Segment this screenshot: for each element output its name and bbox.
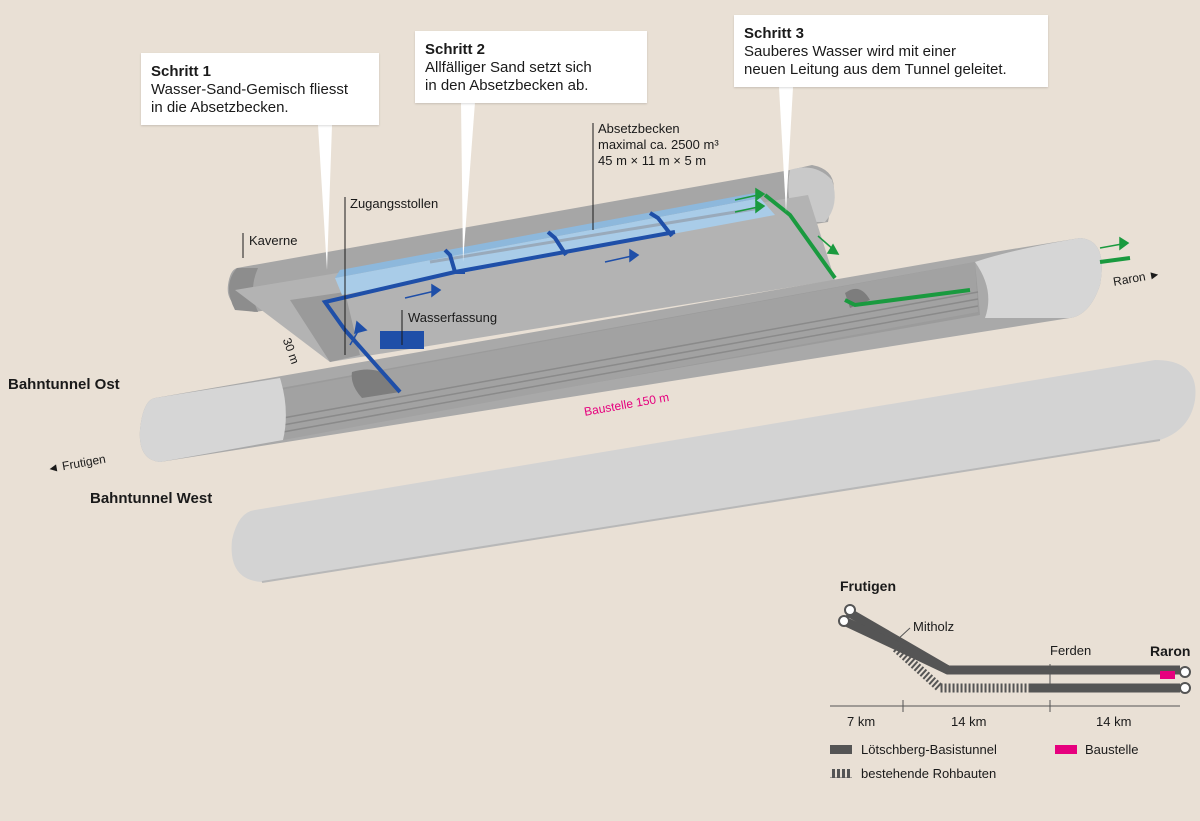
step2-line1: Allfälliger Sand setzt sich [425, 59, 592, 76]
label-zugangsstollen: Zugangsstollen [350, 196, 439, 211]
step1-line2: in die Absetzbecken. [151, 99, 289, 116]
callout-step3: Schritt 3 Sauberes Wasser wird mit einer… [734, 15, 1048, 87]
step2-line2: in den Absetzbecken ab. [425, 77, 589, 94]
map-raron: Raron [1150, 643, 1191, 659]
legend-basistunnel: Lötschberg-Basistunnel [861, 742, 997, 757]
tunnel-ost [139, 238, 1102, 462]
map-km2: 14 km [951, 714, 987, 729]
flow-arrows-green [734, 187, 1130, 255]
step2-title: Schritt 2 [425, 41, 486, 58]
leader-lines [242, 123, 594, 355]
map-frutigen: Frutigen [840, 578, 896, 594]
step3-line2: neuen Leitung aus dem Tunnel geleitet. [744, 61, 1007, 78]
water-pipe-green [763, 193, 1131, 308]
label-tunnel-west: Bahntunnel West [90, 490, 213, 507]
step1-title: Schritt 1 [151, 63, 212, 80]
map-km1: 7 km [847, 714, 876, 729]
label-absetzbecken-title: Absetzbecken [598, 121, 680, 136]
label-wasserfassung: Wasserfassung [408, 310, 498, 325]
map-mitholz: Mitholz [913, 619, 955, 634]
label-absetzbecken-dims: 45 m × 11 m × 5 m [598, 153, 707, 168]
callout-step1: Schritt 1 Wasser-Sand-Gemisch fliesst in… [141, 53, 379, 125]
step3-title: Schritt 3 [744, 25, 805, 42]
step1-line1: Wasser-Sand-Gemisch fliesst [151, 81, 348, 98]
map-ferden: Ferden [1050, 643, 1092, 658]
floor-slab [235, 195, 835, 362]
legend-baustelle: Baustelle [1085, 742, 1139, 757]
tunnel-west [231, 360, 1196, 583]
callout-pointers [318, 87, 793, 270]
label-kaverne: Kaverne [249, 233, 298, 248]
label-tunnel-ost: Bahntunnel Ost [8, 376, 120, 393]
step3-line1: Sauberes Wasser wird mit einer [744, 43, 957, 60]
label-absetzbecken-volume: maximal ca. 2500 m³ [598, 137, 719, 152]
overview-map [830, 604, 1191, 778]
callout-step2: Schritt 2 Allfälliger Sand setzt sich in… [415, 31, 647, 103]
zugangsstollen-floor [290, 292, 360, 362]
map-km3: 14 km [1096, 714, 1132, 729]
legend-rohbauten: bestehende Rohbauten [861, 766, 997, 781]
flow-arrows-blue [349, 248, 640, 346]
